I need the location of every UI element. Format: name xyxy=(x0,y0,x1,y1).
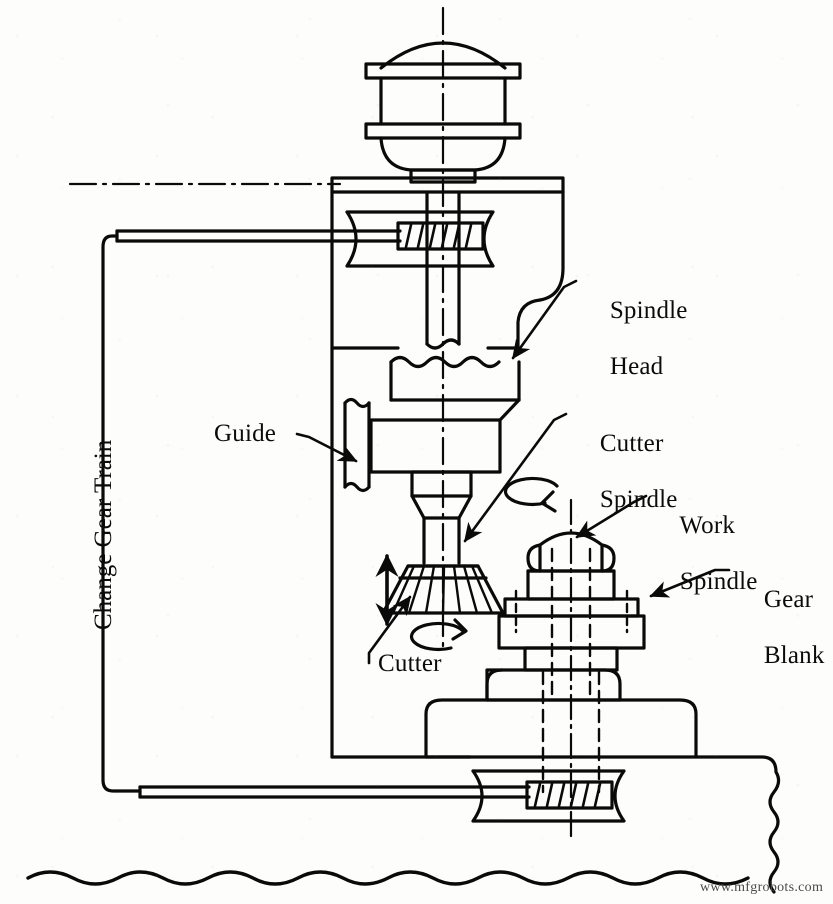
leader-spindle-head xyxy=(511,279,578,360)
guide-block xyxy=(343,397,371,493)
machine-bed-right-edge xyxy=(694,755,781,894)
drive-motor xyxy=(364,41,522,184)
label-gear-blank-line1: Gear xyxy=(763,586,814,613)
label-cutter: Cutter xyxy=(378,650,442,677)
column-top-plate xyxy=(330,176,565,194)
label-guide: Guide xyxy=(214,420,277,447)
site-watermark: www.mfgrobots.com xyxy=(700,880,824,895)
spindle-head xyxy=(369,355,521,498)
cutter xyxy=(381,564,505,615)
cutter-spindle xyxy=(410,494,473,565)
leader-work-spindle xyxy=(575,494,648,539)
leader-lines xyxy=(295,279,731,665)
label-cutter-spindle: Cutter Spindle xyxy=(574,402,678,542)
label-cutter-spindle-line1: Cutter xyxy=(599,430,664,457)
label-work-spindle-line1: Work xyxy=(679,512,736,539)
label-work-spindle-line2: Spindle xyxy=(679,568,758,595)
work-spindle-rotation-arrow xyxy=(503,476,559,513)
upper-drive-shaft xyxy=(425,190,461,350)
leader-gear-blank xyxy=(649,568,731,598)
leader-guide xyxy=(295,432,358,463)
ground-break-line xyxy=(26,870,750,886)
label-work-spindle: Work Spindle xyxy=(654,484,758,624)
leader-cutter-spindle xyxy=(463,412,568,543)
change-gear-train-bracket xyxy=(101,234,142,793)
label-gear-blank: Gear Blank xyxy=(738,558,825,698)
label-spindle-head-line2: Head xyxy=(609,353,664,380)
cutter-rotation-arrow xyxy=(409,618,468,652)
label-change-gear-train: Change Gear Train xyxy=(90,439,117,630)
upper-worm-shaft xyxy=(115,229,402,243)
leader-cutter xyxy=(367,595,412,665)
upper-worm-wheel xyxy=(345,210,495,268)
label-cutter-spindle-line2: Spindle xyxy=(599,486,678,513)
machine-table xyxy=(424,668,698,759)
lower-worm-shaft xyxy=(138,785,531,799)
label-gear-blank-line2: Blank xyxy=(763,642,825,669)
label-spindle-head: Spindle Head xyxy=(584,269,688,409)
column xyxy=(330,190,565,759)
label-spindle-head-line1: Spindle xyxy=(609,297,688,324)
